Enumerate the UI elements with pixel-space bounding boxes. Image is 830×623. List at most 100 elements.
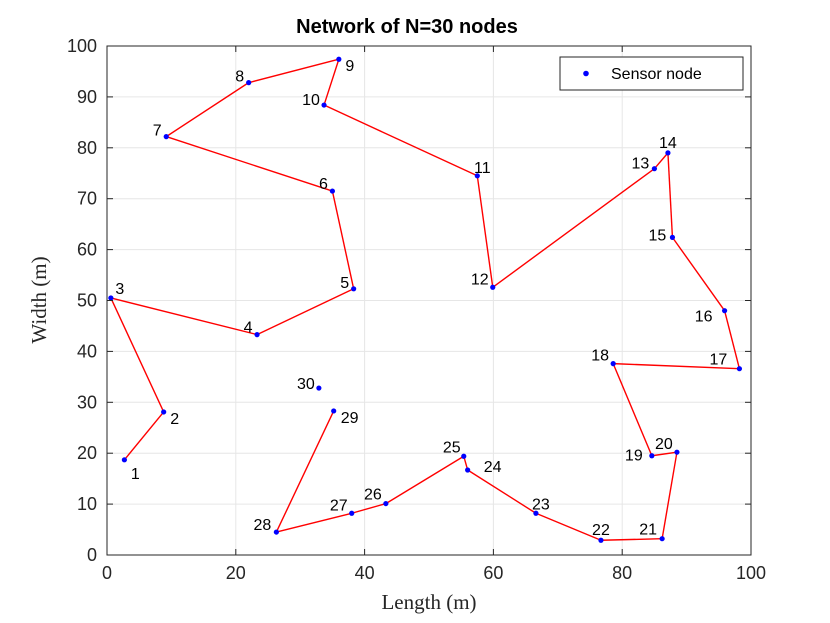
node-label-7: 7 bbox=[153, 123, 162, 140]
route-segment bbox=[331, 190, 355, 289]
y-axis-label: Width (m) bbox=[27, 256, 51, 343]
sensor-node-16 bbox=[721, 308, 728, 314]
route-segment bbox=[165, 82, 250, 138]
route-segment bbox=[535, 512, 602, 541]
node-label-24: 24 bbox=[484, 459, 502, 476]
node-label-10: 10 bbox=[302, 92, 320, 109]
node-label-26: 26 bbox=[364, 487, 382, 504]
route-segment bbox=[123, 411, 165, 461]
route-segment bbox=[723, 310, 741, 369]
node-labels: 1234567891011121314151617181920212223242… bbox=[115, 58, 727, 539]
route-segment bbox=[612, 363, 653, 457]
route-segment bbox=[385, 455, 465, 505]
y-tick-label: 70 bbox=[77, 189, 97, 209]
y-tick-label: 20 bbox=[77, 443, 97, 463]
route-segment bbox=[323, 104, 478, 177]
y-tick-label: 0 bbox=[87, 545, 97, 565]
sensor-node-7 bbox=[163, 134, 169, 140]
node-label-17: 17 bbox=[710, 352, 728, 369]
sensor-node-27 bbox=[349, 510, 355, 516]
x-tick-label: 40 bbox=[355, 563, 375, 583]
node-label-4: 4 bbox=[244, 320, 253, 337]
sensor-node-26 bbox=[383, 500, 389, 507]
node-label-11: 11 bbox=[474, 160, 491, 177]
node-label-28: 28 bbox=[253, 517, 271, 534]
node-label-19: 19 bbox=[625, 448, 643, 465]
route-segment bbox=[476, 175, 494, 288]
sensor-node-12 bbox=[490, 284, 496, 290]
node-label-27: 27 bbox=[330, 497, 348, 514]
node-label-5: 5 bbox=[340, 275, 349, 292]
sensor-node-18 bbox=[610, 361, 616, 367]
sensor-node-6 bbox=[329, 188, 335, 194]
route-segment bbox=[600, 538, 663, 541]
y-tick-label: 80 bbox=[77, 138, 97, 158]
node-label-8: 8 bbox=[235, 69, 244, 86]
legend-label: Sensor node bbox=[611, 66, 702, 83]
route-path bbox=[110, 58, 741, 541]
x-tick-label: 100 bbox=[736, 563, 766, 583]
sensor-node-1 bbox=[121, 457, 127, 463]
chart-title: Network of N=30 nodes bbox=[296, 16, 518, 38]
route-segment bbox=[667, 152, 674, 238]
sensor-node-8 bbox=[246, 80, 252, 86]
node-label-22: 22 bbox=[592, 522, 610, 539]
sensor-node-28 bbox=[273, 529, 279, 535]
sensor-node-11 bbox=[474, 173, 480, 179]
node-label-13: 13 bbox=[632, 156, 650, 173]
legend-box bbox=[559, 56, 744, 91]
sensor-node-4 bbox=[254, 332, 260, 338]
route-segment bbox=[351, 502, 387, 514]
route-segment bbox=[110, 297, 258, 336]
sensor-node-15 bbox=[669, 234, 676, 240]
sensor-nodes bbox=[108, 56, 743, 543]
node-label-14: 14 bbox=[659, 135, 677, 152]
node-label-21: 21 bbox=[639, 522, 657, 539]
node-label-30: 30 bbox=[297, 376, 315, 393]
node-label-9: 9 bbox=[345, 58, 354, 75]
node-label-15: 15 bbox=[649, 227, 667, 244]
sensor-node-30 bbox=[316, 385, 322, 391]
route-segment bbox=[110, 297, 165, 413]
node-label-29: 29 bbox=[341, 410, 359, 427]
x-axis-label: Length (m) bbox=[381, 590, 476, 614]
sensor-node-25 bbox=[461, 453, 467, 459]
route-segment bbox=[467, 469, 537, 514]
route-segment bbox=[653, 152, 669, 170]
route-segment bbox=[166, 135, 333, 192]
y-tick-label: 100 bbox=[67, 36, 97, 56]
sensor-node-24 bbox=[465, 467, 471, 473]
node-label-12: 12 bbox=[471, 271, 489, 288]
node-label-18: 18 bbox=[591, 348, 609, 365]
node-label-1: 1 bbox=[131, 466, 140, 483]
route-segment bbox=[613, 362, 740, 370]
node-label-3: 3 bbox=[115, 281, 124, 298]
route-segment bbox=[671, 236, 726, 312]
y-tick-label: 50 bbox=[77, 291, 97, 311]
sensor-node-13 bbox=[651, 166, 658, 172]
node-label-6: 6 bbox=[319, 176, 328, 193]
sensor-node-22 bbox=[598, 537, 604, 543]
grid bbox=[106, 45, 752, 556]
route-segment bbox=[276, 512, 352, 533]
sensor-node-19 bbox=[649, 453, 655, 459]
x-tick-label: 60 bbox=[483, 563, 503, 583]
node-label-16: 16 bbox=[695, 309, 713, 326]
x-tick-label: 0 bbox=[102, 563, 112, 583]
legend: Sensor node bbox=[559, 56, 744, 91]
y-tick-label: 90 bbox=[77, 87, 97, 107]
node-label-2: 2 bbox=[170, 411, 179, 428]
sensor-node-3 bbox=[108, 295, 114, 301]
route-segment bbox=[651, 451, 678, 457]
sensor-node-29 bbox=[331, 408, 337, 414]
route-segment bbox=[661, 452, 678, 539]
sensor-node-2 bbox=[161, 409, 167, 415]
sensor-node-23 bbox=[533, 510, 539, 516]
node-label-20: 20 bbox=[655, 436, 673, 453]
y-tick-label: 30 bbox=[77, 392, 97, 412]
sensor-node-9 bbox=[336, 56, 342, 62]
sensor-node-17 bbox=[736, 366, 743, 372]
x-tick-label: 20 bbox=[226, 563, 246, 583]
